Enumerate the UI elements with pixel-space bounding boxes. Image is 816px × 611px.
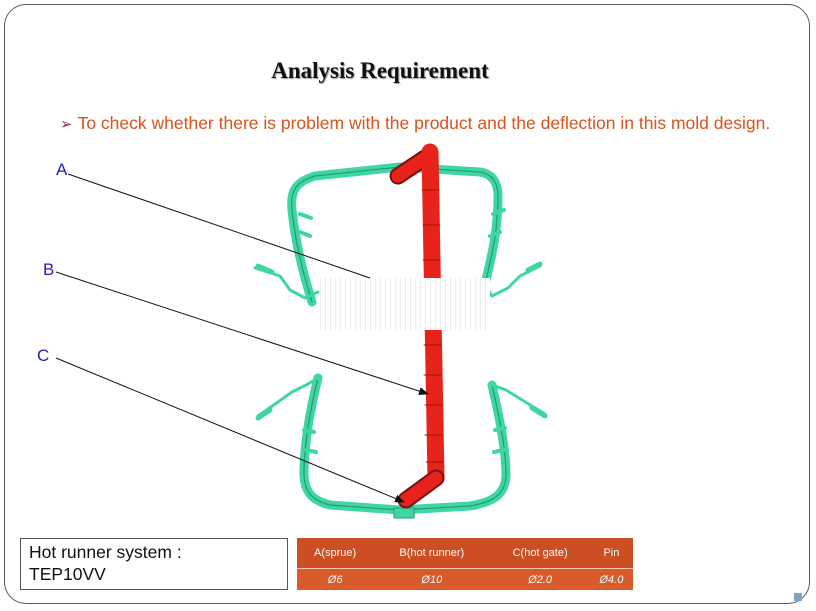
spec-header-row: A(sprue) B(hot runner) C(hot gate) Pin (297, 538, 633, 569)
part-lower (255, 373, 548, 519)
info-box-line1: Hot runner system : (29, 542, 182, 562)
leader-line-a (67, 173, 371, 279)
bullet-arrow-icon: ➢ (60, 116, 73, 133)
spec-table: A(sprue) B(hot runner) C(hot gate) Pin Ø… (297, 538, 633, 590)
spec-header-cell: C(hot gate) (490, 538, 590, 569)
spec-header-cell: A(sprue) (297, 538, 374, 569)
leader-line-b (55, 271, 429, 395)
hot-runner-info-box: Hot runner system : TEP10VV (20, 538, 288, 590)
leader-line-c (55, 357, 405, 503)
bullet-point: ➢To check whether there is problem with … (60, 113, 810, 135)
callout-a: A (56, 160, 68, 179)
section-cut-band (320, 278, 490, 330)
spec-value-cell: Ø6 (297, 568, 374, 590)
spec-value-cell: Ø4.0 (589, 568, 633, 590)
spec-header-cell: B(hot runner) (373, 538, 491, 569)
callout-b: B (43, 260, 55, 279)
spec-value-row: Ø6 Ø10 Ø2.0 Ø4.0 (297, 568, 633, 590)
spec-header-cell: Pin (589, 538, 633, 569)
info-box-line2: TEP10VV (29, 564, 106, 584)
spec-value-cell: Ø10 (373, 568, 491, 590)
corner-marker (794, 593, 802, 601)
page-title: Analysis Requirement (271, 58, 489, 83)
bullet-text: To check whether there is problem with t… (77, 113, 771, 133)
callout-c: C (37, 346, 50, 365)
spec-value-cell: Ø2.0 (490, 568, 590, 590)
